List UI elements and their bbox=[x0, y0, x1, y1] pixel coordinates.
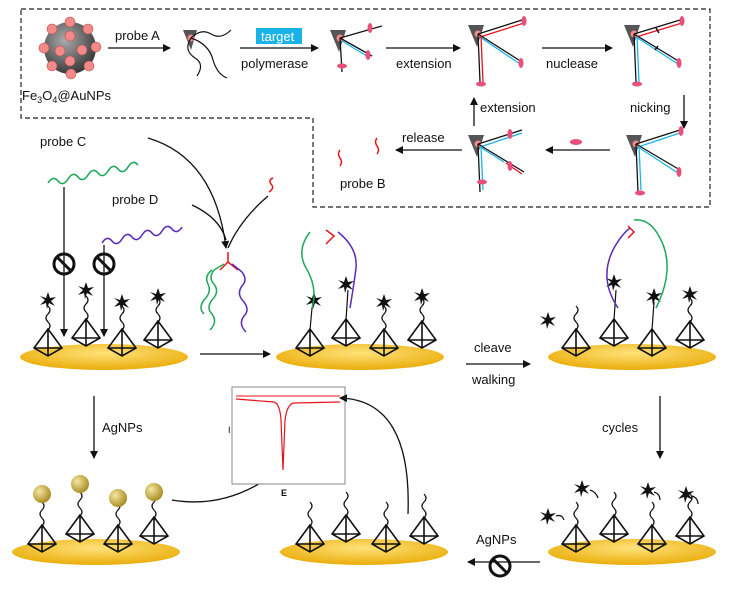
plot-ylabel: I bbox=[228, 425, 231, 435]
electrode-6 bbox=[540, 480, 716, 565]
nicking-enzyme bbox=[570, 139, 582, 145]
nuclease-label: nuclease bbox=[546, 56, 598, 71]
target-label: target bbox=[261, 29, 295, 44]
probe-d-strand bbox=[101, 225, 183, 245]
fe3o4-aunp-particle bbox=[38, 16, 102, 80]
complex-extended bbox=[468, 16, 527, 87]
electrode-5 bbox=[280, 491, 448, 565]
probe-b-label: probe B bbox=[340, 176, 386, 191]
extension-label-top: extension bbox=[396, 56, 452, 71]
release-label: release bbox=[402, 130, 445, 145]
cycles-label: cycles bbox=[602, 420, 639, 435]
complex-reextended bbox=[468, 129, 525, 193]
probe-d-label: probe D bbox=[112, 192, 158, 207]
walking-label: walking bbox=[471, 372, 515, 387]
agnps-bottom-label: AgNPs bbox=[476, 532, 517, 547]
cleave-label: cleave bbox=[474, 340, 512, 355]
electrode-4 bbox=[12, 475, 180, 565]
block-icon-agnps bbox=[488, 554, 512, 578]
fe3o4-label: Fe3O4@AuNPs bbox=[22, 88, 111, 105]
complex-released bbox=[626, 126, 684, 196]
electrode-1 bbox=[20, 282, 188, 370]
block-icon-c bbox=[52, 252, 76, 276]
three-way-junction bbox=[200, 252, 248, 333]
probe-a-label: probe A bbox=[115, 28, 160, 43]
probe-c-strand bbox=[47, 161, 139, 185]
particle-with-probe-a bbox=[183, 29, 232, 79]
dashed-box bbox=[20, 8, 711, 208]
target-box bbox=[256, 28, 302, 44]
block-icon-d bbox=[92, 252, 116, 276]
probe-c-label: probe C bbox=[40, 134, 86, 149]
complex-nicked bbox=[624, 16, 685, 87]
nicking-label: nicking bbox=[630, 100, 670, 115]
polymerase-label: polymerase bbox=[241, 56, 308, 71]
plot-xlabel: E bbox=[281, 488, 287, 498]
extension-label-mid: extension bbox=[480, 100, 536, 115]
electrode-2 bbox=[276, 229, 444, 370]
agnps-left-label: AgNPs bbox=[102, 420, 143, 435]
complex-hybridized bbox=[330, 23, 383, 73]
electrode-3 bbox=[540, 219, 716, 370]
voltammogram-plot: I E bbox=[228, 386, 346, 498]
